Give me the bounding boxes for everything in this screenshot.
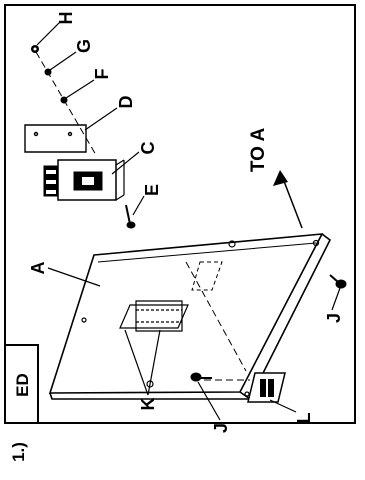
hardware-h [31, 45, 39, 53]
bracket-k [119, 300, 189, 332]
screw-j-right [329, 274, 347, 289]
callout-f: F [92, 69, 112, 80]
callout-d: D [116, 96, 136, 109]
screw-e [125, 204, 136, 229]
callout-c: C [138, 142, 158, 155]
component-c-breaker [43, 159, 125, 201]
callout-j-right: J [324, 313, 344, 323]
callout-g: G [74, 39, 94, 53]
callout-j-lower: J [211, 423, 231, 433]
component-d-plate [24, 124, 87, 153]
drawing-frame [4, 4, 356, 424]
callout-k: K [138, 398, 158, 411]
callout-l: L [294, 413, 314, 424]
section-tab: ED [4, 344, 39, 424]
callout-labels: A C D E F G H J J K L [28, 12, 344, 434]
hardware-f [60, 96, 68, 104]
direction-label: TO A [248, 128, 269, 173]
screw-j-lower [190, 372, 212, 382]
mounting-rail-l [247, 372, 286, 403]
hardware-g [44, 68, 52, 76]
section-tab-label: ED [13, 373, 32, 397]
step-label: 1.) [9, 442, 28, 462]
callout-e: E [142, 184, 162, 196]
callout-h: H [56, 12, 76, 25]
callout-leaders [36, 21, 341, 421]
direction-arrow [273, 170, 303, 229]
mounting-plate [48, 233, 332, 401]
callout-a: A [28, 262, 48, 275]
